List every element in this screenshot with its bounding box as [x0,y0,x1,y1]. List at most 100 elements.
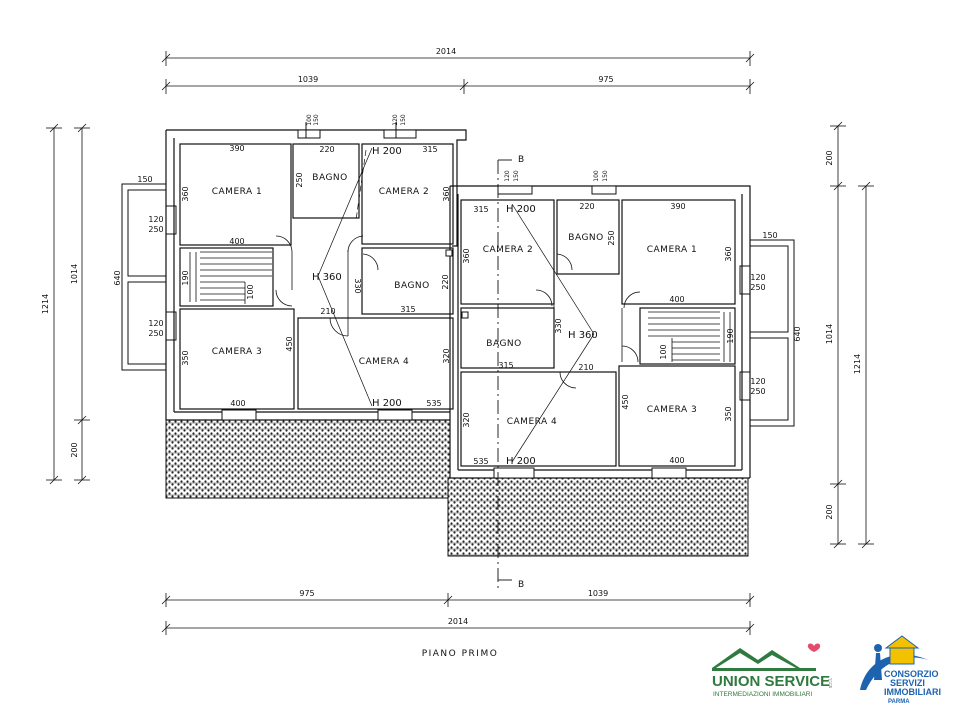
right-dim-330: 330 [554,318,563,333]
left-dim-400a: 400 [229,237,244,246]
dim-left-640: 640 [113,270,122,285]
right-dim-250b: 250 [750,387,765,396]
dim-bottom-right: 1039 [588,589,608,598]
left-room-bagno-mid: BAGNO [394,281,429,291]
right-h-center: H 360 [568,330,598,341]
right-dim-250: 250 [607,230,616,245]
right-dim-100: 100 [659,344,668,359]
dimension-lines-left [46,123,90,485]
left-room-camera2: CAMERA 2 [379,187,430,197]
dimension-lines-top [161,51,755,94]
right-room-bagno-mid: BAGNO [486,339,521,349]
left-dim-250a: 250 [148,225,163,234]
left-dim-250: 250 [295,172,304,187]
left-room-camera1: CAMERA 1 [212,187,263,197]
right-room-camera3: CAMERA 3 [647,405,698,415]
dim-top-right: 975 [598,75,613,84]
left-h-bottom: H 200 [372,398,402,409]
left-unit-walls [165,129,467,421]
dim-right-200-top: 200 [825,150,834,165]
right-dim-350: 350 [724,406,733,421]
dim-total-bottom: 2014 [448,617,468,626]
plan-title: PIANO PRIMO [422,649,499,659]
right-balcony [739,239,795,427]
right-dim-190: 190 [726,328,735,343]
right-unit-walls [449,185,751,479]
left-dim-320: 320 [442,348,451,363]
section-marker-bottom: B [518,580,524,590]
dim-right-640: 640 [793,326,802,341]
dim-left-body: 1014 [70,264,79,284]
right-dim-210: 210 [578,363,593,372]
dim-left-200: 200 [70,442,79,457]
right-dim-450: 450 [621,394,630,409]
left-dim-210: 210 [320,307,335,316]
left-dim-360b: 360 [442,186,451,201]
union-name: UNION SERVICE [712,673,830,690]
right-section-lines [511,203,595,463]
left-balcony [121,183,177,371]
left-dim-315b: 315 [400,305,415,314]
right-room-camera2: CAMERA 2 [483,245,534,255]
left-dim-390: 390 [229,144,244,153]
consorzio-line2: SERVIZI [890,678,925,688]
right-dim-400a: 400 [669,295,684,304]
left-windows [221,122,417,421]
left-dim-535: 535 [426,399,441,408]
dim-left-total: 1214 [41,294,50,314]
left-dim-450: 450 [285,336,294,351]
consorzio-line3: IMMOBILIARI [884,687,941,697]
consorzio-house-icon [889,645,915,665]
right-door-arcs [535,253,641,389]
left-stairs [189,251,272,304]
heart-icon [807,643,821,652]
left-section-lines [317,147,373,407]
dim-bottom-left: 975 [299,589,314,598]
section-line-b [497,159,512,590]
left-dim-330: 330 [353,278,362,293]
right-dim-315a: 315 [473,205,488,214]
right-windows [445,185,687,479]
left-dim-350: 350 [181,350,190,365]
right-dim-320: 320 [462,412,471,427]
right-room-camera1: CAMERA 1 [647,245,698,255]
union-side: s.r.l. [828,677,834,688]
right-stairs [648,311,731,362]
left-win-120: 120 [392,114,399,126]
right-win-150b: 150 [602,170,609,182]
left-room-bagno-top: BAGNO [312,173,347,183]
consorzio-line4: PARMA [888,699,910,705]
union-sub: INTERMEDIAZIONI IMMOBILIARI [713,691,813,698]
left-dim-190: 190 [181,270,190,285]
left-door-arcs [275,235,379,337]
right-dim-120a: 120 [750,273,765,282]
right-dim-315b: 315 [498,361,513,370]
right-room-camera4: CAMERA 4 [507,417,558,427]
left-dim-220b: 220 [441,274,450,289]
left-win-100: 100 [306,114,313,126]
dim-right-total: 1214 [853,354,862,374]
section-marker-top: B [518,155,524,165]
union-houses-icon [712,648,800,668]
left-room-camera3: CAMERA 3 [212,347,263,357]
right-dim-390: 390 [670,202,685,211]
union-service-logo: UNION SERVICE INTERMEDIAZIONI IMMOBILIAR… [712,643,834,698]
terrace-right [447,477,749,557]
consorzio-line1: CONSORZIO [884,669,939,679]
left-room-camera4: CAMERA 4 [359,357,410,367]
left-win-150b: 150 [400,114,407,126]
dim-total-top: 2014 [436,47,456,56]
right-dim-250a: 250 [750,283,765,292]
terrace-left [165,419,451,499]
right-dim-360a: 360 [462,248,471,263]
left-dim-400b: 400 [230,399,245,408]
dim-right-200-bottom: 200 [825,504,834,519]
right-h-top: H 200 [506,204,536,215]
right-dim-535: 535 [473,457,488,466]
right-win-100: 100 [593,170,600,182]
left-h-top: H 200 [372,146,402,157]
left-dim-220: 220 [319,145,334,154]
dimension-lines-right [830,121,874,549]
left-dim-250b: 250 [148,329,163,338]
